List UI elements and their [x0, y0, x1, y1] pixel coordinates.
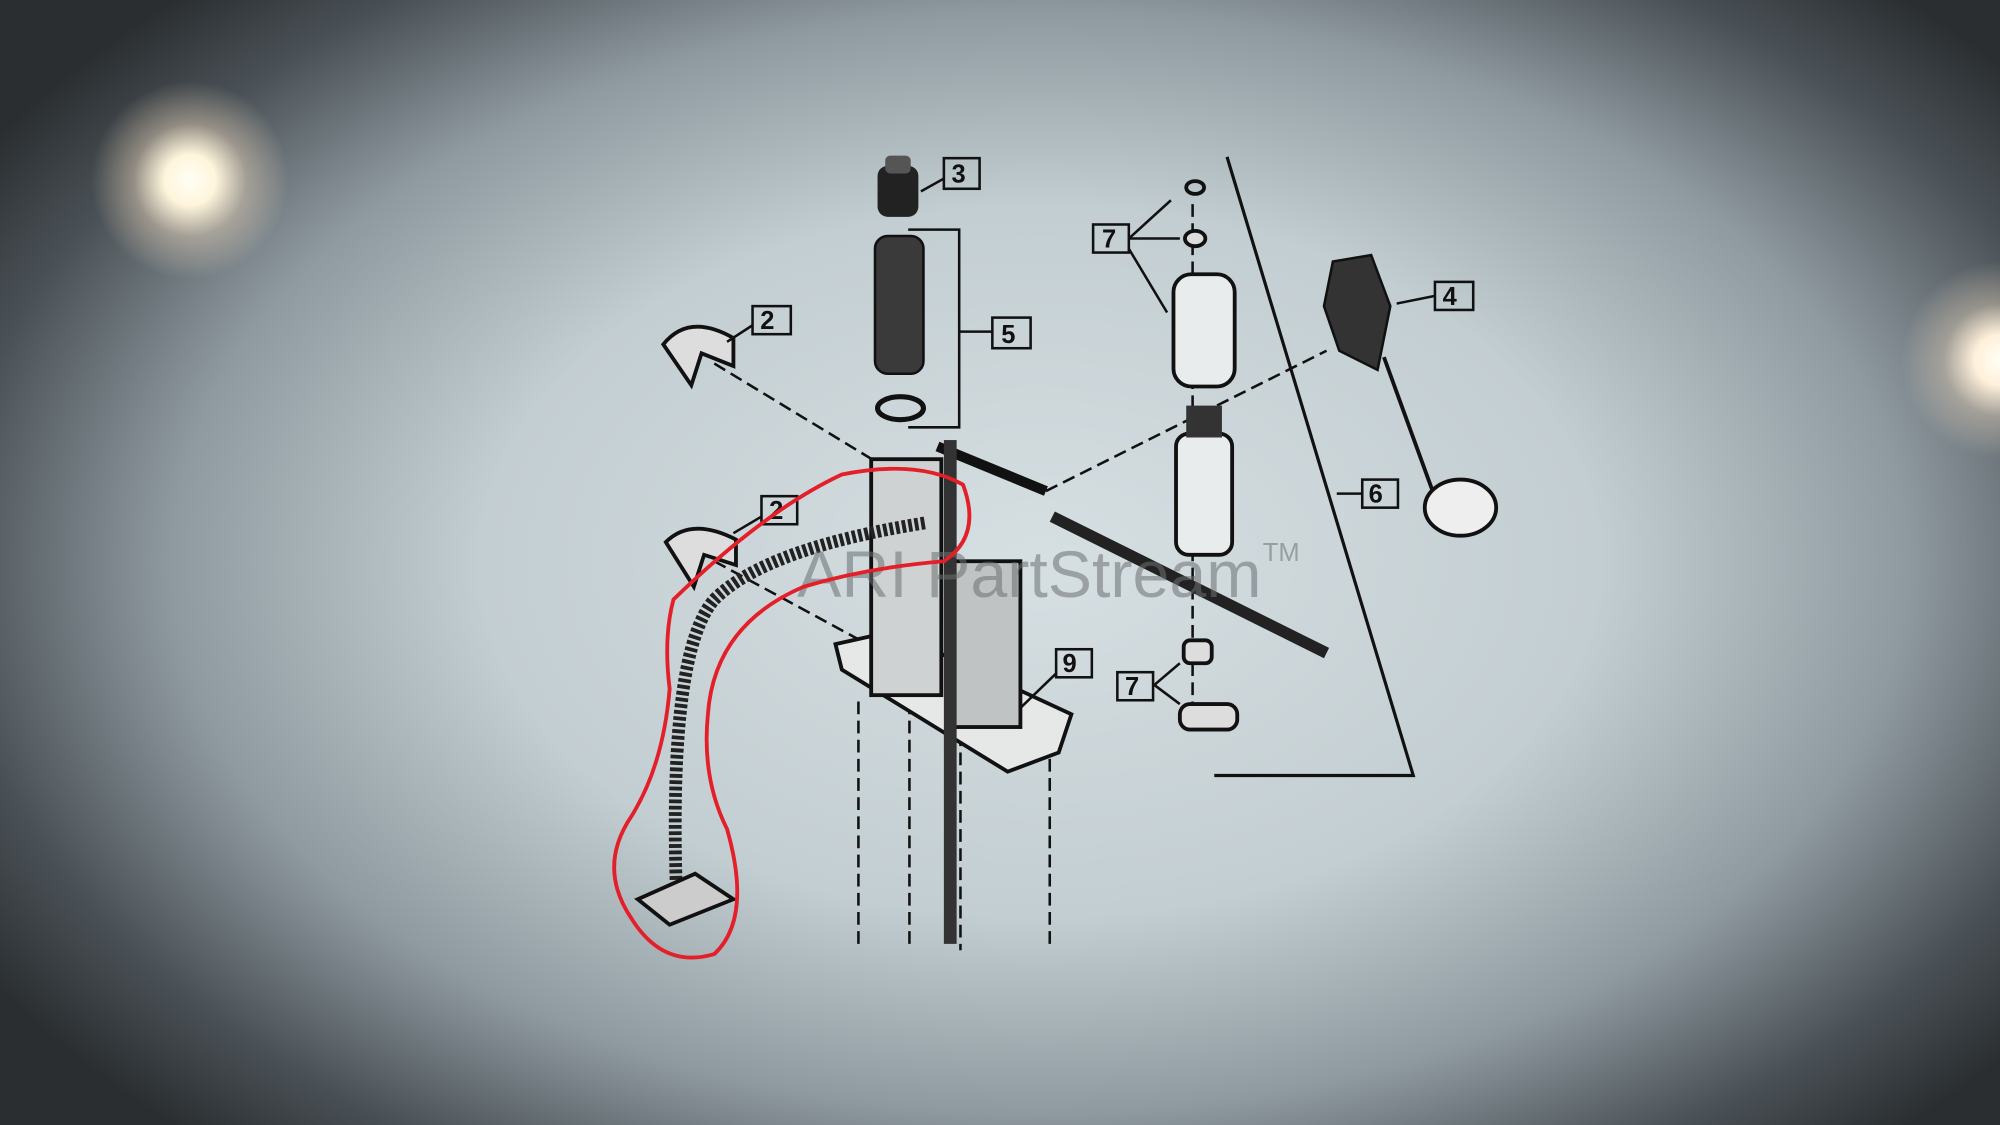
fuel-hose	[668, 516, 926, 881]
group-bracket-6	[1214, 156, 1416, 778]
callout-4: 4	[1433, 280, 1475, 312]
part-3-cap	[877, 155, 919, 217]
callout-label: 7	[1102, 225, 1116, 253]
callout-2: 2	[751, 304, 793, 336]
callout-7: 7	[1091, 223, 1131, 254]
callout-3: 3	[942, 156, 981, 191]
callout-label: 2	[760, 307, 774, 335]
light-glare	[90, 80, 290, 280]
part-2-clip	[660, 324, 736, 390]
group-bracket-5	[908, 228, 961, 429]
callout-9: 9	[1054, 647, 1094, 679]
callout-5: 5	[991, 316, 1032, 350]
callout-label: 9	[1063, 650, 1077, 678]
part-2-clip	[663, 526, 738, 592]
callout-7: 7	[1116, 670, 1155, 702]
callout-label: 5	[1001, 321, 1015, 349]
callout-label: 6	[1369, 481, 1383, 509]
watermark: ARI PartStream	[797, 538, 1261, 612]
callout-label: 7	[1125, 673, 1139, 701]
part-7-fuel-pump	[1171, 179, 1240, 732]
pump-assembly	[833, 440, 1330, 944]
part-4-level-sender	[1322, 253, 1499, 538]
callout-label: 3	[952, 160, 966, 188]
callout-leaders	[726, 177, 1436, 709]
fuel-strainer	[634, 871, 738, 927]
part-5-filter	[873, 234, 927, 423]
red-hand-drawn-highlight	[612, 466, 972, 960]
watermark-trademark: TM	[1263, 539, 1300, 567]
callout-6: 6	[1360, 478, 1400, 509]
callout-label: 4	[1443, 283, 1458, 311]
